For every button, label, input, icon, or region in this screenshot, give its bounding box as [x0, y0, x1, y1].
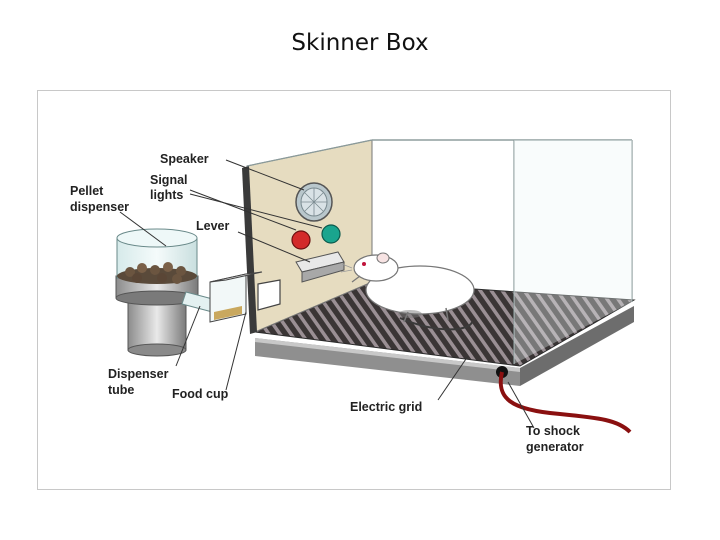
- shock-cable: [496, 366, 632, 434]
- glass-enclosure: [246, 139, 633, 364]
- label-dispenser-tube-line2: tube: [108, 383, 134, 397]
- food-cup-opening: [257, 279, 281, 311]
- label-signal-lights-line2: lights: [150, 188, 183, 202]
- label-lever: Lever: [196, 219, 229, 233]
- lever: [295, 251, 345, 283]
- label-shock-generator-line1: To shock: [526, 424, 580, 438]
- label-food-cup: Food cup: [172, 387, 229, 401]
- signal-light-red: [291, 230, 311, 250]
- food-cup: [209, 271, 263, 323]
- pellet-dispenser: [115, 228, 199, 357]
- label-dispenser-tube-line1: Dispenser: [108, 367, 169, 381]
- rat-illustration: [340, 252, 475, 331]
- leader-lines: [119, 159, 535, 429]
- label-speaker: Speaker: [160, 152, 209, 166]
- signal-light-green: [321, 224, 341, 244]
- label-shock-generator-line2: generator: [526, 440, 584, 454]
- label-pellet-dispenser-line2: dispenser: [70, 200, 129, 214]
- label-pellet-dispenser-line1: Pellet: [70, 184, 104, 198]
- box-base: [255, 306, 634, 386]
- slide-title: Skinner Box: [291, 30, 429, 56]
- label-electric-grid: Electric grid: [350, 400, 422, 414]
- speaker-icon: [295, 182, 333, 222]
- label-signal-lights-line1: Signal: [150, 173, 188, 187]
